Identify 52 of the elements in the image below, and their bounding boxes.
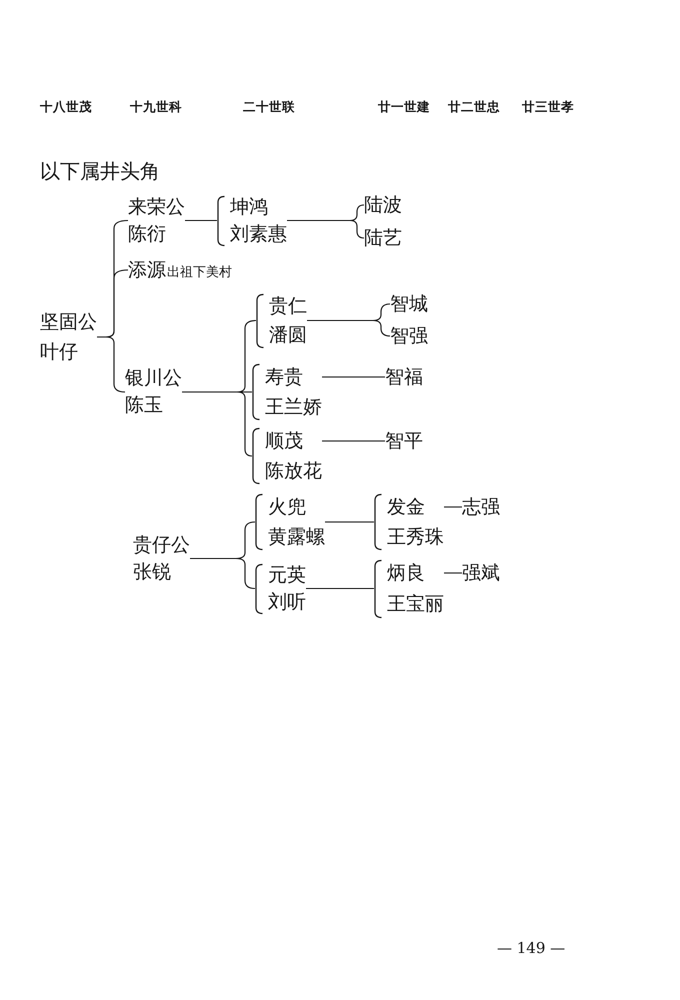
connector-line <box>322 376 385 378</box>
person-name: 黄露螺 <box>268 526 325 548</box>
person-name: 智平 <box>385 430 423 452</box>
person-name: 刘素惠 <box>230 222 287 244</box>
person-name: 贵仁 <box>269 294 307 316</box>
person-name: 叶仔 <box>40 341 78 363</box>
connector-line <box>287 220 364 239</box>
connector-line <box>444 572 462 574</box>
person-name: 刘听 <box>268 590 306 612</box>
person-name: 元英 <box>268 564 306 586</box>
generation-heading: 廿三世孝 <box>522 98 574 116</box>
person-name: 智城 <box>390 293 428 315</box>
connector-line <box>306 588 374 590</box>
connector-line <box>444 506 462 508</box>
person-name: 来荣公 <box>128 196 185 218</box>
person-name: 王秀珠 <box>387 526 444 548</box>
person-name: 坤鸿 <box>230 196 268 218</box>
person-name: 银川公 <box>125 367 182 389</box>
person-name: 智福 <box>385 366 423 388</box>
person-name: 王兰娇 <box>265 396 322 418</box>
person-name: 张锐 <box>133 560 171 582</box>
generation-heading: 十八世茂 <box>40 98 92 116</box>
connector-line <box>185 220 217 222</box>
connector-line <box>307 320 390 337</box>
person-name: 寿贵 <box>265 366 303 388</box>
person-name: 火兜 <box>268 496 306 518</box>
person-name: 添源 <box>128 259 166 281</box>
person-name: 王宝丽 <box>387 592 444 614</box>
generation-heading: 二十世联 <box>243 98 295 116</box>
section-heading: 以下属井头角 <box>40 158 160 184</box>
connector-line <box>322 440 385 442</box>
note-text: 出祖下美村 <box>167 265 232 280</box>
person-name: 炳良 <box>387 562 425 584</box>
person-name: 坚固公 <box>40 311 97 333</box>
person-name: 志强 <box>462 496 500 518</box>
person-name: 陈玉 <box>125 394 163 416</box>
person-name: 陆波 <box>364 194 402 216</box>
person-name: 陈衍 <box>128 222 166 244</box>
person-name: 潘圆 <box>269 324 307 346</box>
connector-line <box>325 521 374 523</box>
person-name: 发金 <box>387 496 425 518</box>
person-name: 贵仔公 <box>133 534 190 556</box>
person-name: 陈放花 <box>265 460 322 482</box>
person-name: 强斌 <box>462 562 500 584</box>
person-name: 智强 <box>390 325 428 347</box>
generation-heading: 廿二世忠 <box>448 98 500 116</box>
page-number: — 149 — <box>497 939 566 957</box>
connector-line <box>182 391 252 457</box>
generation-heading: 廿一世建 <box>378 98 430 116</box>
generation-heading: 十九世科 <box>130 98 182 116</box>
person-name: 陆艺 <box>364 227 402 249</box>
person-name: 顺茂 <box>265 430 303 452</box>
